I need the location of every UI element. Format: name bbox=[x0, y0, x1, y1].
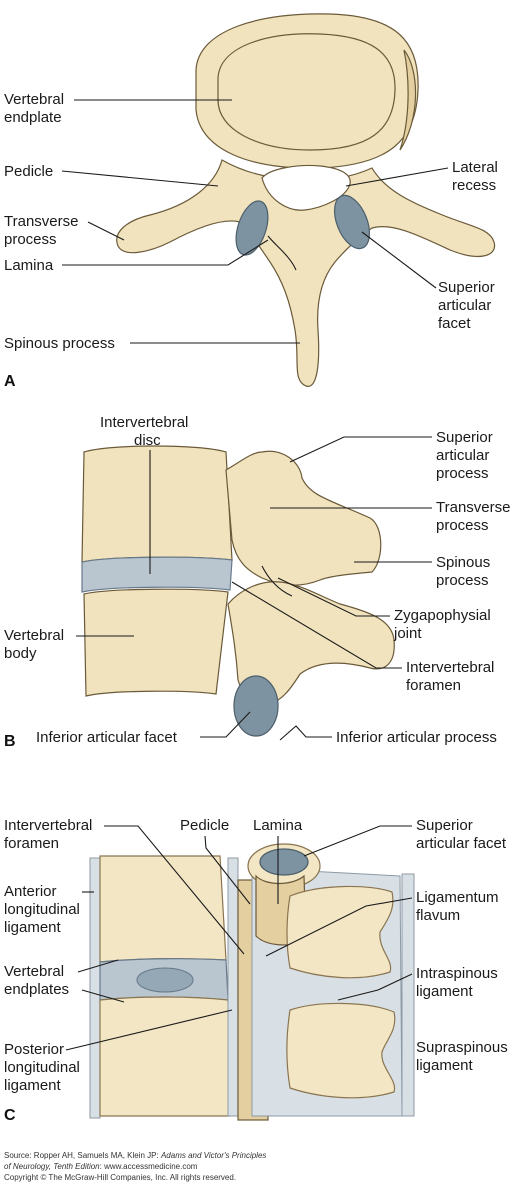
panel-b-illustration bbox=[81, 445, 395, 737]
panel-a-labels: Vertebral endplate Pedicle Transverse pr… bbox=[4, 91, 502, 390]
zygapophysial-joint-line-b bbox=[261, 565, 293, 597]
book-title-part-2: of Neurology, Tenth Edition bbox=[4, 1162, 100, 1171]
label-supraspinous-ligament-c: Supraspinous ligament bbox=[416, 1039, 512, 1074]
supraspinous-ligament-c bbox=[401, 873, 415, 1117]
intervertebral-disc-b bbox=[81, 556, 233, 593]
anterior-longitudinal-ligament-c bbox=[89, 857, 101, 1119]
endplate-a bbox=[217, 33, 396, 151]
leader-inferior-articular-facet-b bbox=[200, 711, 251, 738]
book-title-part-1: Adams and Victor's Principles bbox=[160, 1151, 267, 1160]
panel-letter-c: C bbox=[4, 1107, 16, 1124]
label-inferior-articular-facet-b: Inferior articular facet bbox=[36, 729, 178, 746]
label-superior-articular-process-b: Superior articular process bbox=[436, 429, 497, 482]
vertebral-body-rim-a bbox=[399, 49, 417, 151]
label-superior-articular-facet-c: Superior articular facet bbox=[416, 817, 507, 852]
label-posterior-longitudinal-ligament-c: Posterior longitudinal ligament bbox=[4, 1041, 84, 1094]
label-vertebral-endplates-c: Vertebral endplates bbox=[4, 963, 69, 998]
nucleus-pulposus-c bbox=[136, 967, 194, 993]
leader-pedicle-c bbox=[204, 835, 251, 905]
label-pedicle-a: Pedicle bbox=[4, 163, 53, 180]
label-ligamentum-flavum-c: Ligamentum flavum bbox=[416, 889, 503, 924]
label-vertebral-body-b: Vertebral body bbox=[4, 627, 68, 662]
spinal-canal-a bbox=[261, 164, 351, 211]
label-inferior-articular-process-b: Inferior articular process bbox=[336, 729, 497, 746]
panel-c-labels: Intervertebral foramen Pedicle Lamina An… bbox=[4, 817, 512, 1124]
leader-superior-articular-facet-c bbox=[303, 825, 412, 857]
panel-a-illustration bbox=[116, 13, 496, 387]
superior-articular-facet-c bbox=[259, 848, 309, 876]
leader-inferior-articular-process-b bbox=[279, 725, 332, 741]
upper-posterior-elements-b bbox=[225, 450, 382, 586]
leader-ligamentum-flavum-c bbox=[265, 897, 413, 957]
label-anterior-longitudinal-ligament-c: Anterior longitudinal ligament bbox=[4, 883, 84, 936]
posterior-longitudinal-ligament-c bbox=[227, 857, 239, 1117]
label-lamina-c: Lamina bbox=[253, 817, 303, 834]
label-intraspinous-ligament-c: Intraspinous ligament bbox=[416, 965, 502, 1000]
copyright-line: Copyright © The McGraw-Hill Companies, I… bbox=[4, 1173, 237, 1182]
leader-lamina-a bbox=[62, 239, 269, 266]
label-spinous-process-a: Spinous process bbox=[4, 335, 115, 352]
source-line-2: of Neurology, Tenth Edition: www.accessm… bbox=[4, 1161, 516, 1172]
label-lamina-a: Lamina bbox=[4, 257, 54, 274]
source-line: Source: Ropper AH, Samuels MA, Klein JP:… bbox=[4, 1150, 516, 1161]
leader-intervertebral-foramen-b bbox=[231, 581, 402, 669]
upper-spinous-process-c bbox=[286, 885, 394, 979]
label-superior-articular-facet-a: Superior articular facet bbox=[438, 279, 499, 332]
leader-superior-articular-process-b bbox=[289, 436, 432, 463]
leader-intervertebral-foramen-c bbox=[104, 825, 245, 955]
label-vertebral-endplate-a: Vertebral endplate bbox=[4, 91, 68, 126]
leader-posterior-longitudinal-ligament-c bbox=[65, 1009, 233, 1051]
leader-pedicle-a bbox=[61, 170, 219, 187]
upper-vertebral-body-b bbox=[81, 445, 233, 563]
superior-articular-facet-right-a bbox=[333, 194, 371, 250]
superior-articular-facet-left-a bbox=[235, 200, 269, 256]
label-intervertebral-foramen-b: Intervertebral foramen bbox=[406, 659, 499, 694]
label-zygapophysial-joint-b: Zygapophysial joint bbox=[393, 607, 495, 642]
leader-lateral-recess-a bbox=[345, 167, 449, 187]
panel-b-labels: Intervertebral disc Vertebral body Super… bbox=[4, 414, 515, 750]
inferior-articular-facet-b bbox=[233, 675, 279, 737]
source-prefix: Source: Ropper AH, Samuels MA, Klein JP: bbox=[4, 1151, 161, 1160]
leader-intraspinous-ligament-c bbox=[337, 973, 413, 1001]
panel-c-illustration bbox=[89, 843, 415, 1121]
spine-anatomy-figure: Vertebral endplate Pedicle Transverse pr… bbox=[4, 13, 515, 1124]
label-pedicle-c: Pedicle bbox=[180, 817, 229, 834]
label-transverse-process-a: Transverse process bbox=[4, 213, 83, 248]
label-lateral-recess-a: Lateral recess bbox=[452, 159, 502, 194]
label-transverse-process-b: Transverse process bbox=[436, 499, 515, 534]
panel-letter-a: A bbox=[4, 373, 16, 390]
lower-spinous-process-c bbox=[286, 1002, 396, 1099]
neural-arch-a bbox=[116, 159, 496, 387]
label-intervertebral-disc-b: Intervertebral disc bbox=[100, 414, 193, 449]
label-spinous-process-b: Spinous process bbox=[436, 554, 494, 589]
panel-letter-b: B bbox=[4, 733, 16, 750]
leader-zygapophysial-joint-b bbox=[277, 577, 390, 617]
leader-vertebral-endplates-upper-c bbox=[77, 959, 119, 973]
leader-transverse-process-a bbox=[87, 221, 125, 241]
lower-vertebral-body-b bbox=[83, 588, 229, 697]
lamina-edge-a bbox=[267, 235, 297, 271]
leader-vertebral-endplates-lower-c bbox=[81, 989, 125, 1003]
source-suffix: : www.accessmedicine.com bbox=[99, 1162, 198, 1171]
source-credit: Source: Ropper AH, Samuels MA, Klein JP:… bbox=[4, 1150, 516, 1183]
label-intervertebral-foramen-c: Intervertebral foramen bbox=[4, 817, 97, 852]
leader-superior-articular-facet-a bbox=[361, 231, 437, 289]
